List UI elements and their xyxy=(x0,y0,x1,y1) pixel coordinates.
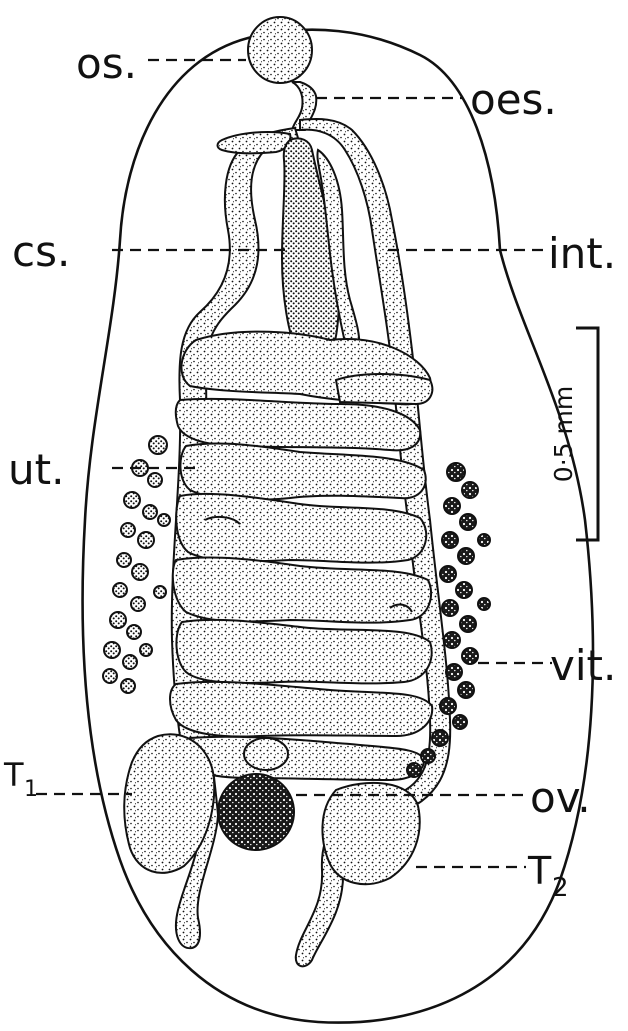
svg-text:1: 1 xyxy=(24,777,38,802)
scale-bar: 0·5 mm xyxy=(549,328,598,540)
label-os: os. xyxy=(76,39,137,88)
label-oes: oes. xyxy=(470,75,557,124)
seminal-receptacle xyxy=(244,738,288,770)
label-ov: ov. xyxy=(530,773,591,822)
svg-text:T: T xyxy=(3,756,24,794)
label-t1: T 1 xyxy=(3,756,38,802)
testis-2 xyxy=(322,783,419,884)
intestine-anterior-loop xyxy=(218,132,291,153)
label-ut: ut. xyxy=(8,445,64,494)
uterus xyxy=(170,332,432,780)
label-int: int. xyxy=(548,229,616,278)
ovary xyxy=(218,774,294,850)
oral-sucker xyxy=(248,17,312,83)
label-cs: cs. xyxy=(12,227,70,276)
label-t2: T 2 xyxy=(527,849,569,903)
svg-text:T: T xyxy=(527,849,552,893)
scale-bar-label: 0·5 mm xyxy=(549,386,578,482)
label-vit: vit. xyxy=(550,641,616,690)
svg-text:2: 2 xyxy=(552,873,569,903)
vitellaria-left xyxy=(103,436,170,693)
